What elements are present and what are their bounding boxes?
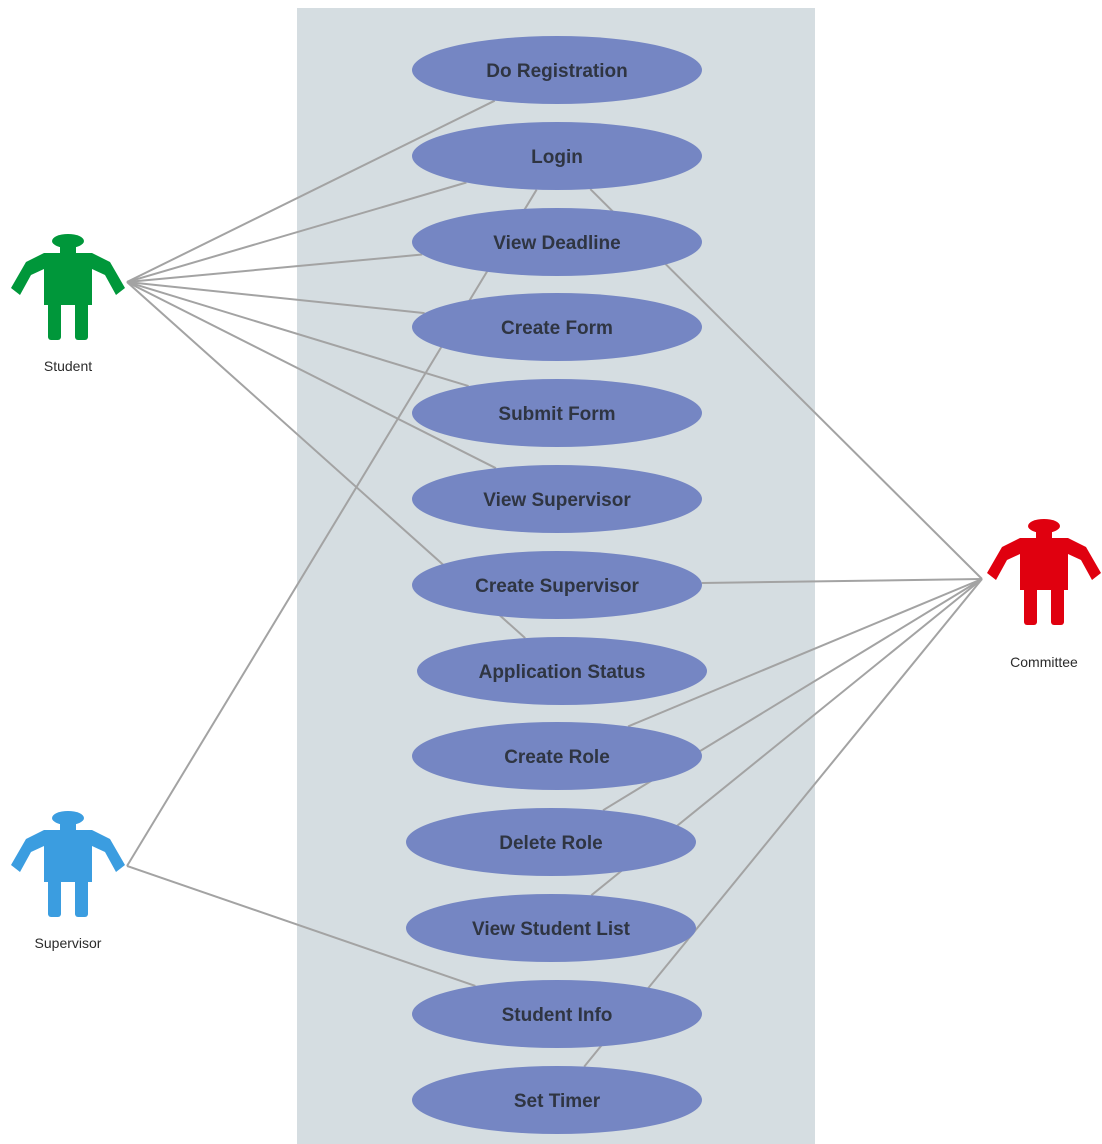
association-student-view-deadline [126,253,423,283]
association-committee-set-timer [583,578,983,1068]
actor-label: Committee [1010,654,1078,670]
use-case-ellipse [412,722,702,790]
use-case-ellipse [406,894,696,962]
use-case-create-supervisor[interactable]: Create Supervisor [412,551,702,619]
use-case-label: View Student List [472,919,631,940]
association-student-view-supervisor [126,281,497,470]
use-case-application-status[interactable]: Application Status [417,637,707,705]
association-student-login [126,181,467,283]
association-committee-create-role [627,578,983,728]
use-case-ellipse [412,379,702,447]
association-supervisor-student-info [126,865,476,987]
use-case-ellipse [412,980,702,1048]
use-case-ellipse [412,551,702,619]
use-case-do-registration[interactable]: Do Registration [412,36,702,104]
actor-student: Student [11,234,125,374]
use-case-ellipse [417,637,707,705]
use-case-create-form[interactable]: Create Form [412,293,702,361]
use-case-label: Delete Role [499,833,602,854]
actor-committee: Committee [987,519,1101,670]
association-student-create-form [126,281,425,315]
use-case-label: Create Form [501,318,613,339]
use-case-label: Student Info [502,1005,613,1026]
use-case-ellipse [412,1066,702,1134]
actor-label: Supervisor [35,935,102,951]
use-case-label: Application Status [479,662,646,683]
use-case-delete-role[interactable]: Delete Role [406,808,696,876]
use-case-label: View Deadline [493,233,620,254]
use-case-label: Do Registration [486,61,627,82]
use-case-ellipse [412,208,702,276]
use-case-view-student-list[interactable]: View Student List [406,894,696,962]
person-icon [11,234,125,340]
use-case-ellipse [412,465,702,533]
association-student-submit-form [126,281,469,388]
actor-label: Student [44,358,92,374]
use-case-label: Login [531,147,583,168]
person-icon [987,519,1101,625]
use-case-ellipse [406,808,696,876]
use-case-student-info[interactable]: Student Info [412,980,702,1048]
use-case-set-timer[interactable]: Set Timer [412,1066,702,1134]
use-case-view-deadline[interactable]: View Deadline [412,208,702,276]
association-student-do-registration [126,99,496,283]
use-case-ellipse [412,36,702,104]
actor-supervisor: Supervisor [11,811,125,951]
person-icon [11,811,125,917]
use-case-label: Create Role [504,747,610,768]
use-case-submit-form[interactable]: Submit Form [412,379,702,447]
association-committee-create-supervisor [701,578,983,584]
use-case-create-role[interactable]: Create Role [412,722,702,790]
use-case-label: View Supervisor [483,490,631,511]
use-case-view-supervisor[interactable]: View Supervisor [412,465,702,533]
use-case-login[interactable]: Login [412,122,702,190]
use-case-ellipse [412,293,702,361]
use-case-label: Create Supervisor [475,576,639,597]
use-case-label: Submit Form [498,404,615,425]
use-case-ellipse [412,122,702,190]
use-case-label: Set Timer [514,1091,601,1112]
